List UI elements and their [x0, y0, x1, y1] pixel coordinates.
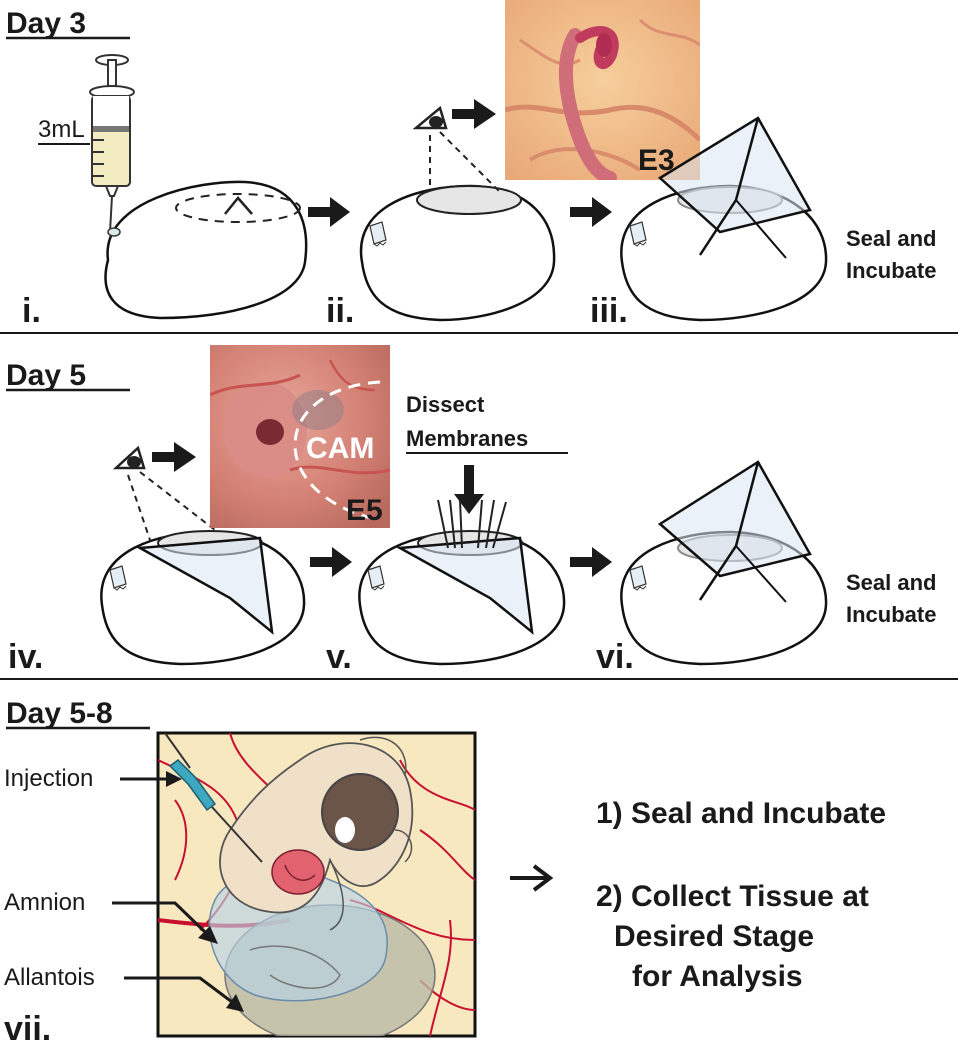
arrow-down-icon: [454, 465, 484, 514]
cut-mark: [224, 196, 253, 215]
section-header-day5-8: Day 5-8: [6, 697, 113, 730]
section-day3: Day 3 3mL i.: [6, 0, 936, 330]
egg-step-iii: [620, 116, 828, 322]
arrow-right-icon: [452, 99, 496, 129]
eye-icon: [412, 105, 501, 193]
forceps-icon: [437, 499, 507, 549]
injection-hole: [107, 227, 121, 237]
e5-label: E5: [346, 494, 383, 527]
egg-step-vi: [620, 460, 828, 666]
arrow-right-icon: [510, 864, 554, 892]
final-step-2-line3: for Analysis: [632, 960, 803, 993]
seal-label-line1: Seal and: [846, 570, 936, 595]
arrow-right-icon: [570, 547, 612, 577]
allantois-label: Allantois: [4, 964, 95, 991]
seal-label-line2: Incubate: [846, 258, 936, 283]
arrow-right-icon: [310, 547, 352, 577]
syringe-icon: [89, 54, 135, 233]
step-label-vi: vi.: [596, 638, 634, 676]
step-label-iv: iv.: [8, 638, 43, 676]
arrow-right-icon: [570, 197, 612, 227]
arrow-icon: [112, 901, 218, 944]
egg-window: [416, 185, 522, 215]
amnion-label: Amnion: [4, 889, 85, 916]
arrow-icon: [124, 976, 244, 1012]
injection-needle-icon: [164, 733, 263, 863]
cam-label: CAM: [306, 432, 374, 465]
section-day5-8: Day 5-8: [4, 697, 886, 1048]
window-outline: [175, 193, 301, 223]
section-header-day3: Day 3: [6, 7, 86, 40]
tape-seal: [657, 460, 812, 578]
eye-icon: [112, 445, 216, 541]
arrow-right-icon: [120, 771, 182, 787]
dissect-label-line2: Membranes: [406, 426, 528, 451]
dissect-label-line1: Dissect: [406, 392, 485, 417]
tape-seal: [657, 116, 812, 234]
section-header-day5: Day 5: [6, 359, 86, 392]
section-day5: Day 5 CAM E5: [6, 345, 936, 676]
step-label-vii: vii.: [4, 1010, 51, 1048]
step-label-ii: ii.: [326, 292, 354, 330]
tape-seal: [135, 536, 274, 635]
volume-label: 3mL: [38, 116, 85, 143]
step-label-iii: iii.: [590, 292, 628, 330]
egg-step-v: [358, 499, 566, 666]
final-step-2-line2: Desired Stage: [614, 920, 814, 953]
embryo-heart: [271, 849, 325, 895]
arrow-right-icon: [152, 442, 196, 472]
injection-label: Injection: [4, 765, 93, 792]
e3-embryo-photo: E3: [505, 0, 700, 180]
embryo-eye: [321, 773, 399, 851]
step-label-v: v.: [326, 638, 352, 676]
seal-label-line1: Seal and: [846, 226, 936, 251]
e5-cam-photo: CAM E5: [210, 345, 390, 528]
seal-label-line2: Incubate: [846, 602, 936, 627]
arrow-right-icon: [308, 197, 350, 227]
final-step-1: 1) Seal and Incubate: [596, 797, 886, 830]
step-label-i: i.: [22, 292, 41, 330]
final-step-2-line1: 2) Collect Tissue at: [596, 880, 869, 913]
egg-step-i: [104, 180, 308, 320]
egg-step-ii: [359, 184, 556, 322]
egg-step-iv: [100, 530, 306, 666]
embryo-injection-diagram: [156, 731, 477, 1038]
